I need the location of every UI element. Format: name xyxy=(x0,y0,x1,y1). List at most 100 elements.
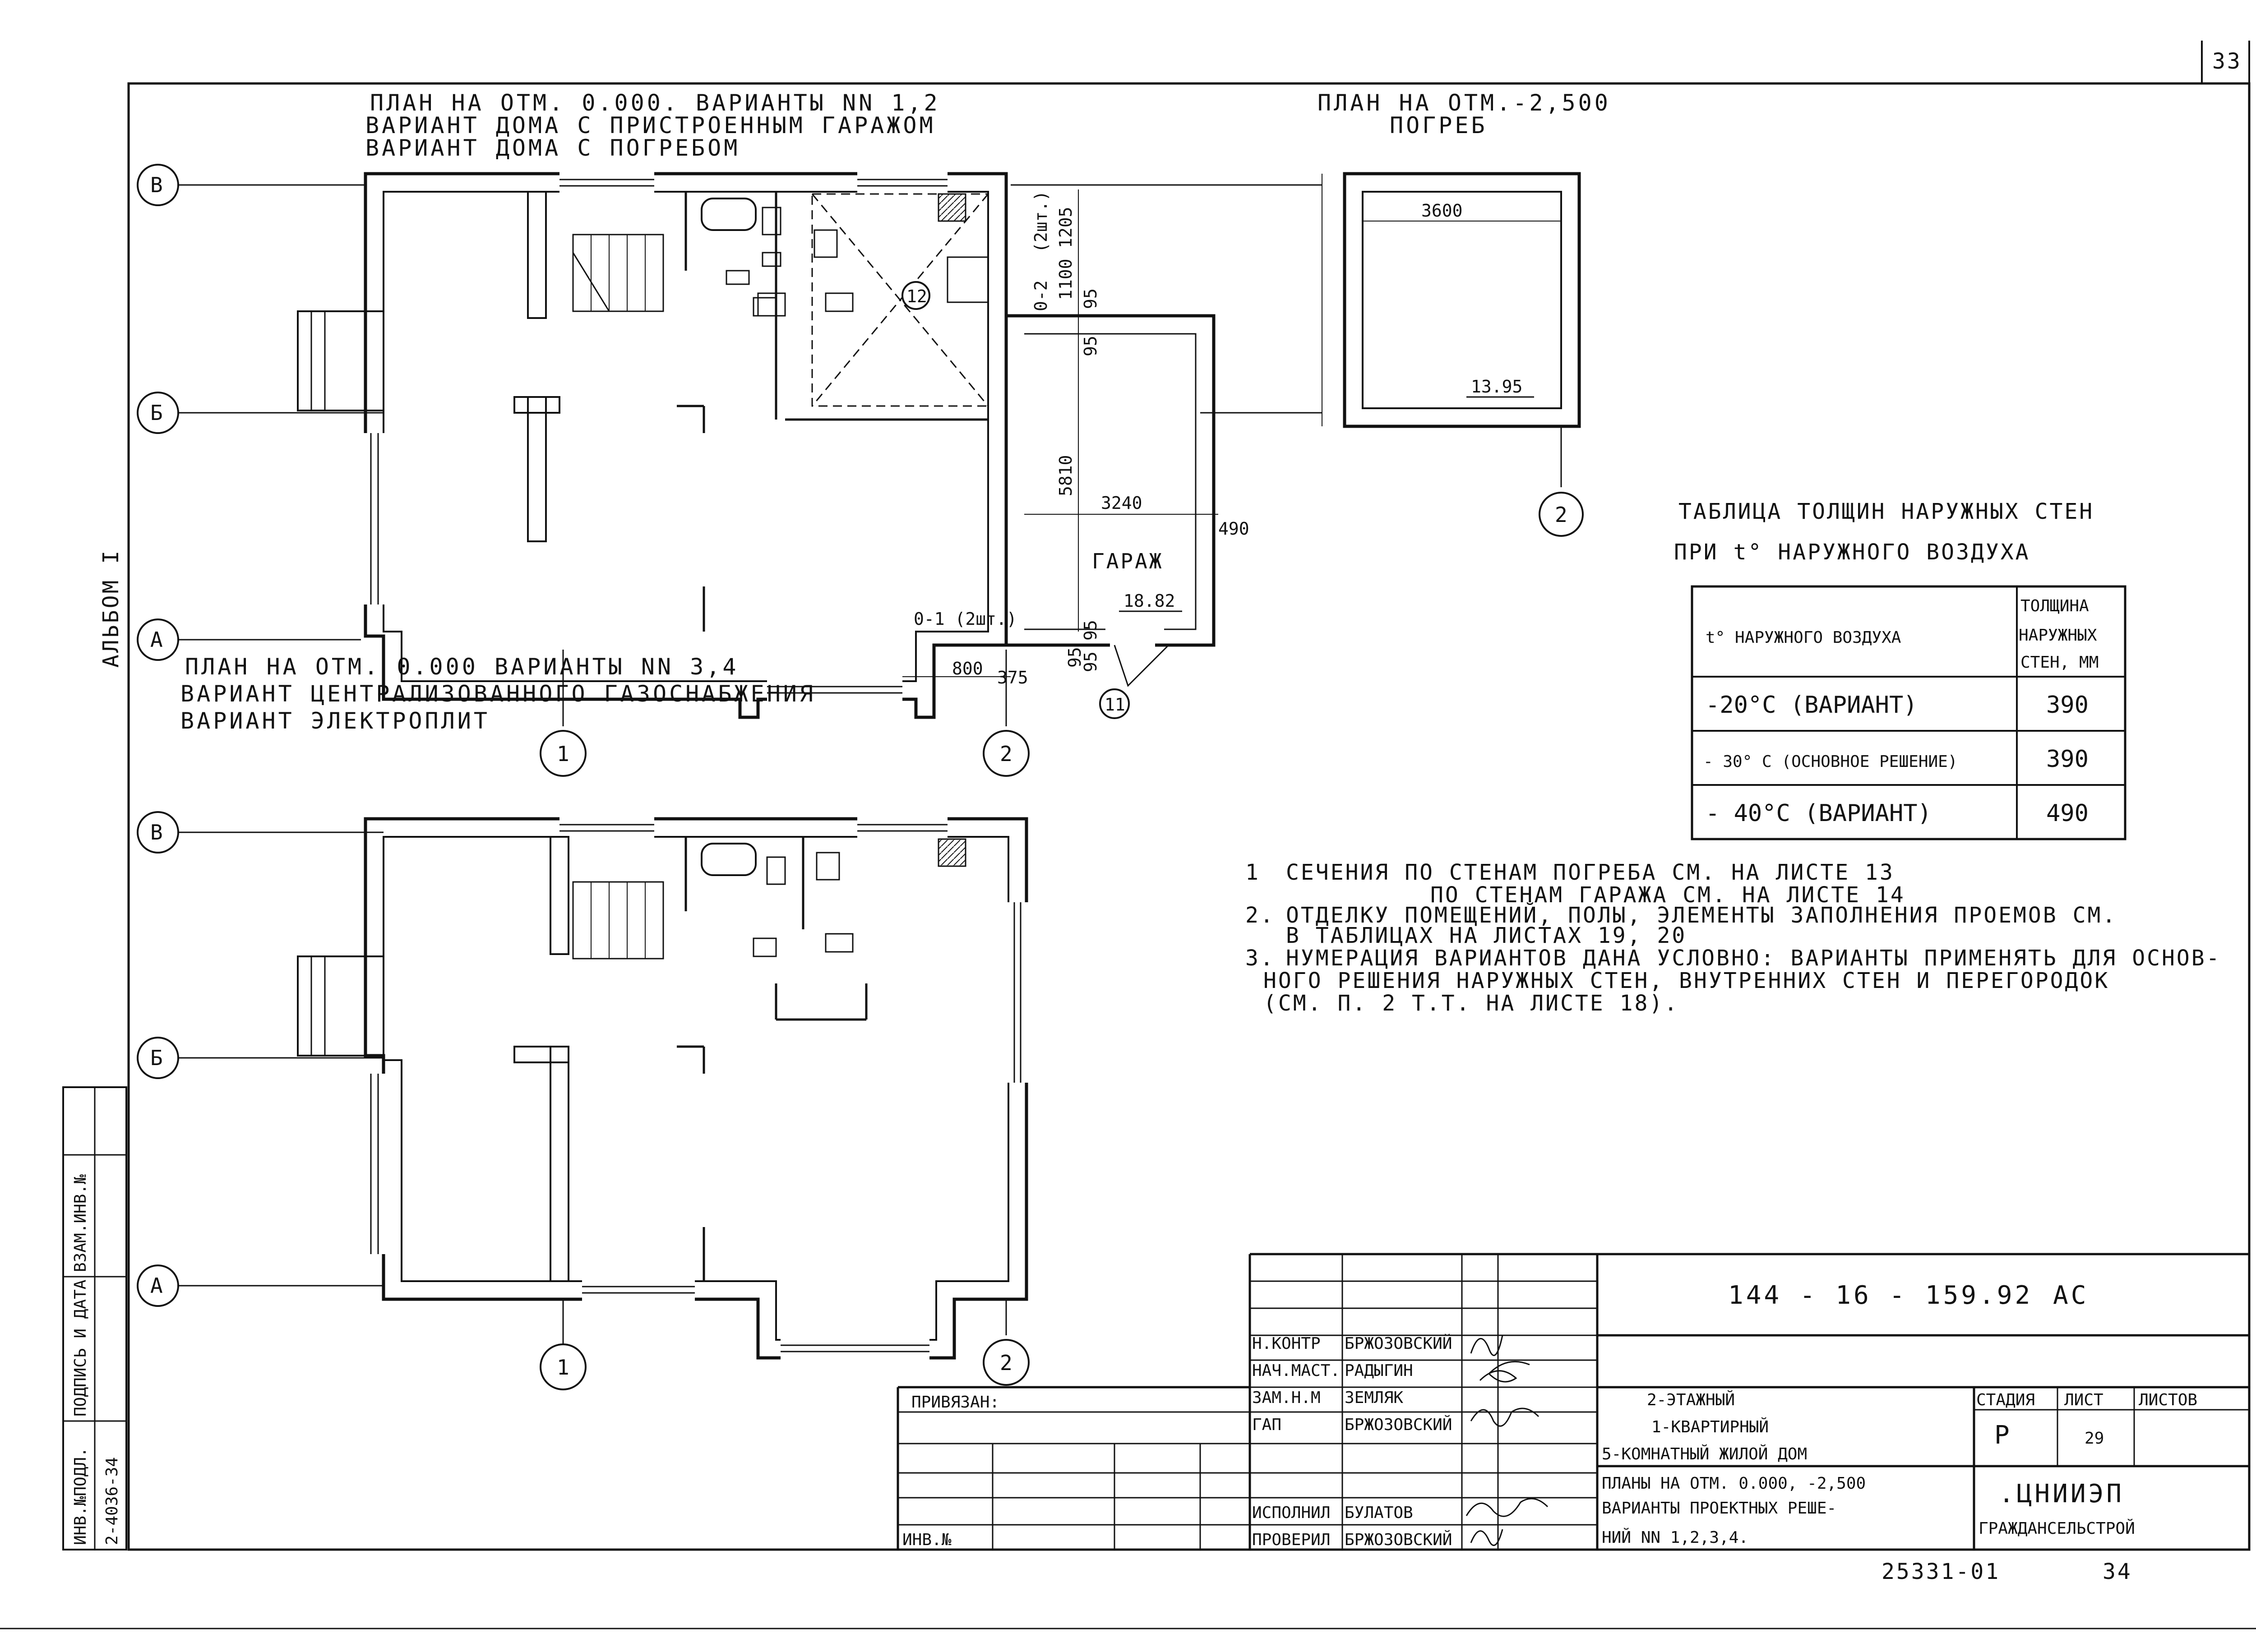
axis-1-lower: 1 xyxy=(557,1355,569,1380)
table-row-1-thickness: 390 xyxy=(2046,692,2089,719)
plan-lower xyxy=(174,817,1029,1360)
garage: ГАРАЖ 18.82 1205 1100 95 95 5810 3240 49… xyxy=(1005,189,1249,719)
dim-375: 375 xyxy=(997,668,1028,688)
doc-mark: АС xyxy=(2053,1281,2089,1310)
bottom-code: 25331-01 xyxy=(1882,1559,2000,1584)
axis-v-upper: В xyxy=(150,173,163,197)
table-row-2-thickness: 390 xyxy=(2046,746,2089,773)
staff-role-6: ПРОВЕРИЛ xyxy=(1252,1531,1330,1549)
sheets-label: ЛИСТОВ xyxy=(2139,1391,2197,1409)
staff-name-1: БРЖОЗОВСКИЙ xyxy=(1345,1334,1452,1353)
bottom-page: 34 xyxy=(2103,1559,2132,1584)
staff-role-4: ГАП xyxy=(1252,1416,1281,1434)
plan1-title-line1: ПЛАН НА ОТМ. 0.000. ВАРИАНТЫ NN 1,2 xyxy=(370,90,940,116)
cellar-title-line1: ПЛАН НА ОТМ.-2,500 xyxy=(1318,90,1611,116)
note-1-line2: ПО СТЕНАМ ГАРАЖА СМ. НА ЛИСТЕ 14 xyxy=(1430,882,1905,908)
axis-a-upper: А xyxy=(150,628,163,652)
note-2-num: 2. xyxy=(1245,903,1275,928)
cellar-dim-3600: 3600 xyxy=(1421,201,1463,221)
cellar-area: 13.95 xyxy=(1471,377,1522,397)
side-stamp-replace-label: ВЗАМ.ИНВ.№ xyxy=(71,1174,90,1272)
dim-1100: 1100 xyxy=(1056,258,1076,300)
table-header-thickness-1: ТОЛЩИНА xyxy=(2020,597,2089,615)
marker-12 xyxy=(901,281,930,310)
marker-11-label: 11 xyxy=(1105,695,1125,715)
window-o2: 0-2 xyxy=(1031,280,1051,311)
stage-value: Р xyxy=(1994,1421,2012,1450)
org-line-1: .ЦНИИЭП xyxy=(1999,1479,2124,1509)
dim-3240: 3240 xyxy=(1101,493,1142,513)
side-stamp-signature-label: ПОДПИСЬ И ДАТА xyxy=(71,1279,90,1417)
staff-name-5: БУЛАТОВ xyxy=(1345,1504,1413,1522)
note-1-num: 1 xyxy=(1245,860,1260,885)
dim-5810: 5810 xyxy=(1056,455,1076,496)
garage-label: ГАРАЖ xyxy=(1092,549,1163,573)
album-label: АЛЬБОМ I xyxy=(98,549,124,668)
doc-code: 144 - 16 - 159.92 xyxy=(1728,1281,2033,1310)
sheet-name-1: ПЛАНЫ НА ОТМ. 0.000, -2,500 xyxy=(1602,1474,1866,1493)
staff-name-6: БРЖОЗОВСКИЙ xyxy=(1345,1530,1452,1549)
table-row-1-condition: -20°С (ВАРИАНТ) xyxy=(1706,692,1918,719)
plan1-title-line2: ВАРИАНТ ДОМА С ПРИСТРОЕННЫМ ГАРАЖОМ xyxy=(365,112,936,138)
table-header-thickness-2: НАРУЖНЫХ xyxy=(2019,626,2097,645)
sheet-label: ЛИСТ xyxy=(2064,1391,2103,1409)
dim-95e: 95 xyxy=(1065,647,1085,668)
axis-1-upper: 1 xyxy=(557,742,569,766)
note-2-line2: В ТАБЛИЦАХ НА ЛИСТАХ 19, 20 xyxy=(1286,923,1687,948)
table-header-thickness-3: СТЕН, ММ xyxy=(2020,653,2099,672)
table-title-line1: ТАБЛИЦА ТОЛЩИН НАРУЖНЫХ СТЕН xyxy=(1678,499,2094,524)
object-name-3: 5-КОМНАТНЫЙ ЖИЛОЙ ДОМ xyxy=(1602,1444,1807,1463)
cellar-title-line2: ПОГРЕБ xyxy=(1390,112,1488,138)
dim-1205: 1205 xyxy=(1056,207,1076,248)
table-row-3-condition: - 40°С (ВАРИАНТ) xyxy=(1706,800,1932,827)
dim-95c: 95 xyxy=(1081,620,1100,641)
table-title-line2: ПРИ t° НАРУЖНОГО ВОЗДУХА xyxy=(1674,540,2030,565)
staff-role-5: ИСПОЛНИЛ xyxy=(1252,1504,1330,1522)
axis-2-lower: 2 xyxy=(1000,1351,1012,1375)
object-name-2: 1-КВАРТИРНЫЙ xyxy=(1651,1417,1769,1436)
stair-lower xyxy=(572,881,664,960)
axis-2-upper: 2 xyxy=(1000,742,1012,766)
axis-a-lower: А xyxy=(150,1274,163,1298)
dim-95b: 95 xyxy=(1081,336,1100,356)
inv-label: ИНВ.№ xyxy=(902,1531,952,1549)
title-block: 144 - 16 - 159.92 АС ПРИВЯЗАН: ИНВ.№ Н.К… xyxy=(897,1253,2249,1550)
side-stamp-inv-value: 2-4036-34 xyxy=(103,1457,121,1545)
staff-name-3: ЗЕМЛЯК xyxy=(1345,1389,1403,1407)
axis-v-lower: В xyxy=(150,820,163,844)
staff-role-3: ЗАМ.Н.М xyxy=(1252,1389,1321,1407)
sheet-value: 29 xyxy=(2085,1429,2104,1448)
window-o1: 0-1 (2шт.) xyxy=(914,609,1017,629)
bound-label: ПРИВЯЗАН: xyxy=(911,1393,999,1412)
dim-490: 490 xyxy=(1218,519,1249,539)
dim-95d: 95 xyxy=(1081,651,1100,672)
marker-11 xyxy=(1099,688,1130,719)
signature-1 xyxy=(1470,1335,1530,1383)
window-o2-count: (2шт.) xyxy=(1031,191,1051,253)
org-line-2: ГРАЖДАНСЕЛЬСТРОЙ xyxy=(1979,1519,2135,1538)
note-3-line2: НОГО РЕШЕНИЯ НАРУЖНЫХ СТЕН, ВНУТРЕННИХ С… xyxy=(1263,968,2109,993)
table-row-3-thickness: 490 xyxy=(2046,800,2089,827)
staff-name-2: РАДЫГИН xyxy=(1345,1361,1413,1380)
wall-thickness-table: ТАБЛИЦА ТОЛЩИН НАРУЖНЫХ СТЕН ПРИ t° НАРУ… xyxy=(1674,499,2127,840)
dim-800: 800 xyxy=(952,659,983,678)
axis-b-lower: Б xyxy=(150,1046,163,1070)
note-3-line1: НУМЕРАЦИЯ ВАРИАНТОВ ДАНА УСЛОВНО: ВАРИАН… xyxy=(1286,946,2221,971)
axis-bubbles-upper: В Б А 1 2 xyxy=(137,164,1030,777)
side-stamp-inv-label: ИНВ.№ПОДЛ. xyxy=(71,1447,90,1545)
plan2-title-line2: ВАРИАНТ ЦЕНТРАЛИЗОВАННОГО ГАЗОСНАБЖЕНИЯ xyxy=(180,681,816,707)
staff-name-4: БРЖОЗОВСКИЙ xyxy=(1345,1415,1452,1434)
sheet-number: 33 xyxy=(2212,49,2242,74)
signature-3 xyxy=(1465,1498,1549,1517)
note-3-line3: (СМ. П. 2 Т.Т. НА ЛИСТЕ 18). xyxy=(1263,991,1679,1016)
sheet-name-2: ВАРИАНТЫ ПРОЕКТНЫХ РЕШЕ- xyxy=(1602,1499,1836,1518)
stage-label: СТАДИЯ xyxy=(1976,1391,2035,1409)
plan-upper: ПЛАН НА ОТМ. 0.000. ВАРИАНТЫ NN 1,2 ВАРИ… xyxy=(174,90,1322,726)
plan1-title-line3: ВАРИАНТ ДОМА С ПОГРЕБОМ xyxy=(365,135,740,161)
note-3-num: 3. xyxy=(1245,946,1275,971)
bathtub-lower xyxy=(701,843,757,876)
axis-2-cellar: 2 xyxy=(1555,503,1567,527)
plan2-title-line1: ПЛАН НА ОТМ. 0.000 ВАРИАНТЫ NN 3,4 xyxy=(185,654,739,680)
table-row-2-condition: - 30° С (ОСНОВНОЕ РЕШЕНИЕ) xyxy=(1703,752,1958,771)
